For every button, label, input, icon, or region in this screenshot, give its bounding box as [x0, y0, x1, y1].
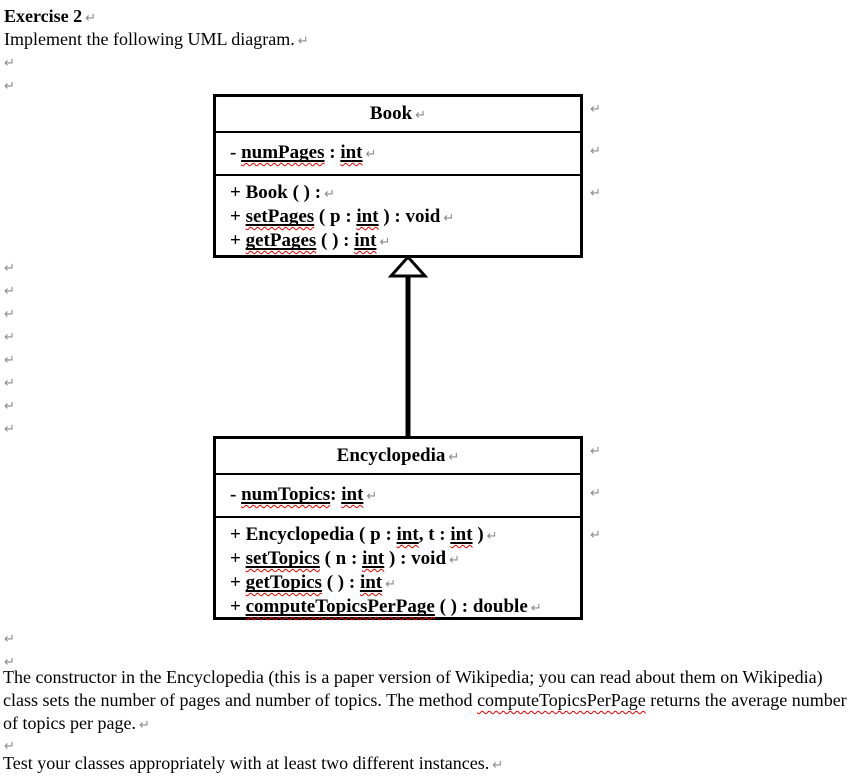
empty-line: ↵: [4, 324, 15, 347]
pilcrow-icon: ↵: [4, 399, 15, 414]
pilcrow-icon: ↵: [379, 235, 391, 250]
empty-line: ↵: [4, 370, 15, 393]
pilcrow-icon: ↵: [297, 34, 309, 49]
encyclopedia-class-name: Encyclopedia: [336, 445, 446, 466]
uml-class-box-encyclopedia: Encyclopedia↵ - numTopics: int↵ + Encycl…: [213, 436, 583, 620]
empty-line: ↵: [4, 393, 15, 416]
empty-line: ↵: [4, 347, 15, 370]
book-method: + Book ( ) :↵: [230, 182, 574, 206]
pilcrow-icon: ↵: [4, 632, 15, 647]
encyclopedia-method: + Encyclopedia ( p : int, t : int )↵: [230, 524, 574, 548]
empty-line: ↵: [4, 416, 15, 439]
pilcrow-icon: ↵: [4, 56, 15, 71]
encyclopedia-methods-row: + Encyclopedia ( p : int, t : int )↵ + s…: [216, 518, 580, 620]
empty-line: ↵: [4, 278, 15, 301]
book-method: + setPages ( p : int ) : void↵: [230, 206, 574, 230]
misspelled-word: computeTopicsPerPage: [477, 690, 646, 710]
empty-line: ↵: [4, 50, 15, 75]
pilcrow-icon: ↵: [448, 450, 460, 465]
encyclopedia-method: + setTopics ( n : int ) : void↵: [230, 548, 574, 572]
pilcrow-icon: ↵: [138, 718, 150, 733]
test-instruction: Test your classes appropriately with at …: [3, 752, 503, 777]
pilcrow-icon: ↵: [4, 739, 15, 754]
book-class-name: Book: [369, 103, 413, 124]
pilcrow-icon: ↵: [4, 353, 15, 368]
pilcrow-icon: ↵: [4, 307, 15, 322]
book-class-name-row: Book↵: [216, 97, 580, 133]
encyclopedia-method: + getTopics ( ) : int↵: [230, 572, 574, 596]
test-instruction-text: Test your classes appropriately with at …: [3, 753, 490, 773]
empty-line: ↵: [4, 626, 15, 651]
pilcrow-icon: ↵: [590, 102, 601, 117]
pilcrow-icon: ↵: [590, 186, 601, 201]
book-method: + getPages ( ) : int↵: [230, 230, 574, 254]
encyclopedia-class-name-row: Encyclopedia↵: [216, 439, 580, 475]
exercise-title-text: Exercise 2: [4, 6, 83, 26]
pilcrow-icon: ↵: [590, 444, 601, 459]
exercise-subtitle: Implement the following UML diagram.↵: [4, 28, 309, 53]
empty-line: ↵: [4, 301, 15, 324]
empty-lines-column: ↵ ↵ ↵ ↵ ↵ ↵ ↵ ↵: [4, 255, 15, 439]
pilcrow-icon: ↵: [4, 422, 15, 437]
pilcrow-icon: ↵: [4, 330, 15, 345]
pilcrow-icon: ↵: [4, 261, 15, 276]
pilcrow-icon: ↵: [492, 758, 504, 773]
pilcrow-icon: ↵: [324, 187, 335, 202]
inheritance-arrow: [388, 254, 428, 437]
pilcrow-icon: ↵: [590, 528, 601, 543]
encyclopedia-method: + computeTopicsPerPage ( ) : double↵: [230, 596, 574, 620]
pilcrow-icon: ↵: [4, 284, 15, 299]
pilcrow-icon: ↵: [590, 144, 601, 159]
pilcrow-icon: ↵: [4, 79, 15, 94]
pilcrow-icon: ↵: [443, 211, 455, 226]
pilcrow-icon: ↵: [415, 108, 427, 123]
pilcrow-icon: ↵: [590, 486, 601, 501]
pilcrow-icon: ↵: [85, 11, 97, 26]
pilcrow-icon: ↵: [4, 655, 15, 670]
exercise-title: Exercise 2↵: [4, 5, 96, 30]
empty-line: ↵: [4, 733, 15, 758]
pilcrow-icon: ↵: [449, 553, 460, 568]
empty-line: ↵: [4, 73, 15, 98]
uml-class-box-book: Book↵ - numPages : int↵ + Book ( ) :↵ + …: [213, 94, 583, 258]
description-paragraph: The constructor in the Encyclopedia (thi…: [3, 666, 853, 737]
exercise-subtitle-text: Implement the following UML diagram.: [4, 29, 295, 49]
pilcrow-icon: ↵: [365, 147, 377, 162]
book-attributes-row: - numPages : int↵: [216, 133, 580, 176]
pilcrow-icon: ↵: [530, 601, 542, 616]
inheritance-arrow-graphic: [388, 254, 428, 436]
paragraph-text-2: returns the average number of topics per…: [3, 690, 847, 733]
pilcrow-icon: ↵: [385, 577, 397, 592]
pilcrow-icon: ↵: [366, 489, 378, 504]
book-attribute: - numPages : int: [230, 142, 363, 163]
encyclopedia-attributes-row: - numTopics: int↵: [216, 475, 580, 518]
empty-line: ↵: [4, 255, 15, 278]
pilcrow-icon: ↵: [4, 376, 15, 391]
pilcrow-icon: ↵: [486, 529, 498, 544]
paragraph-text-1: The constructor in the Encyclopedia (thi…: [3, 667, 823, 710]
encyclopedia-attribute: - numTopics: int: [230, 484, 364, 505]
book-methods-row: + Book ( ) :↵ + setPages ( p : int ) : v…: [216, 176, 580, 254]
empty-line: ↵: [4, 649, 15, 674]
